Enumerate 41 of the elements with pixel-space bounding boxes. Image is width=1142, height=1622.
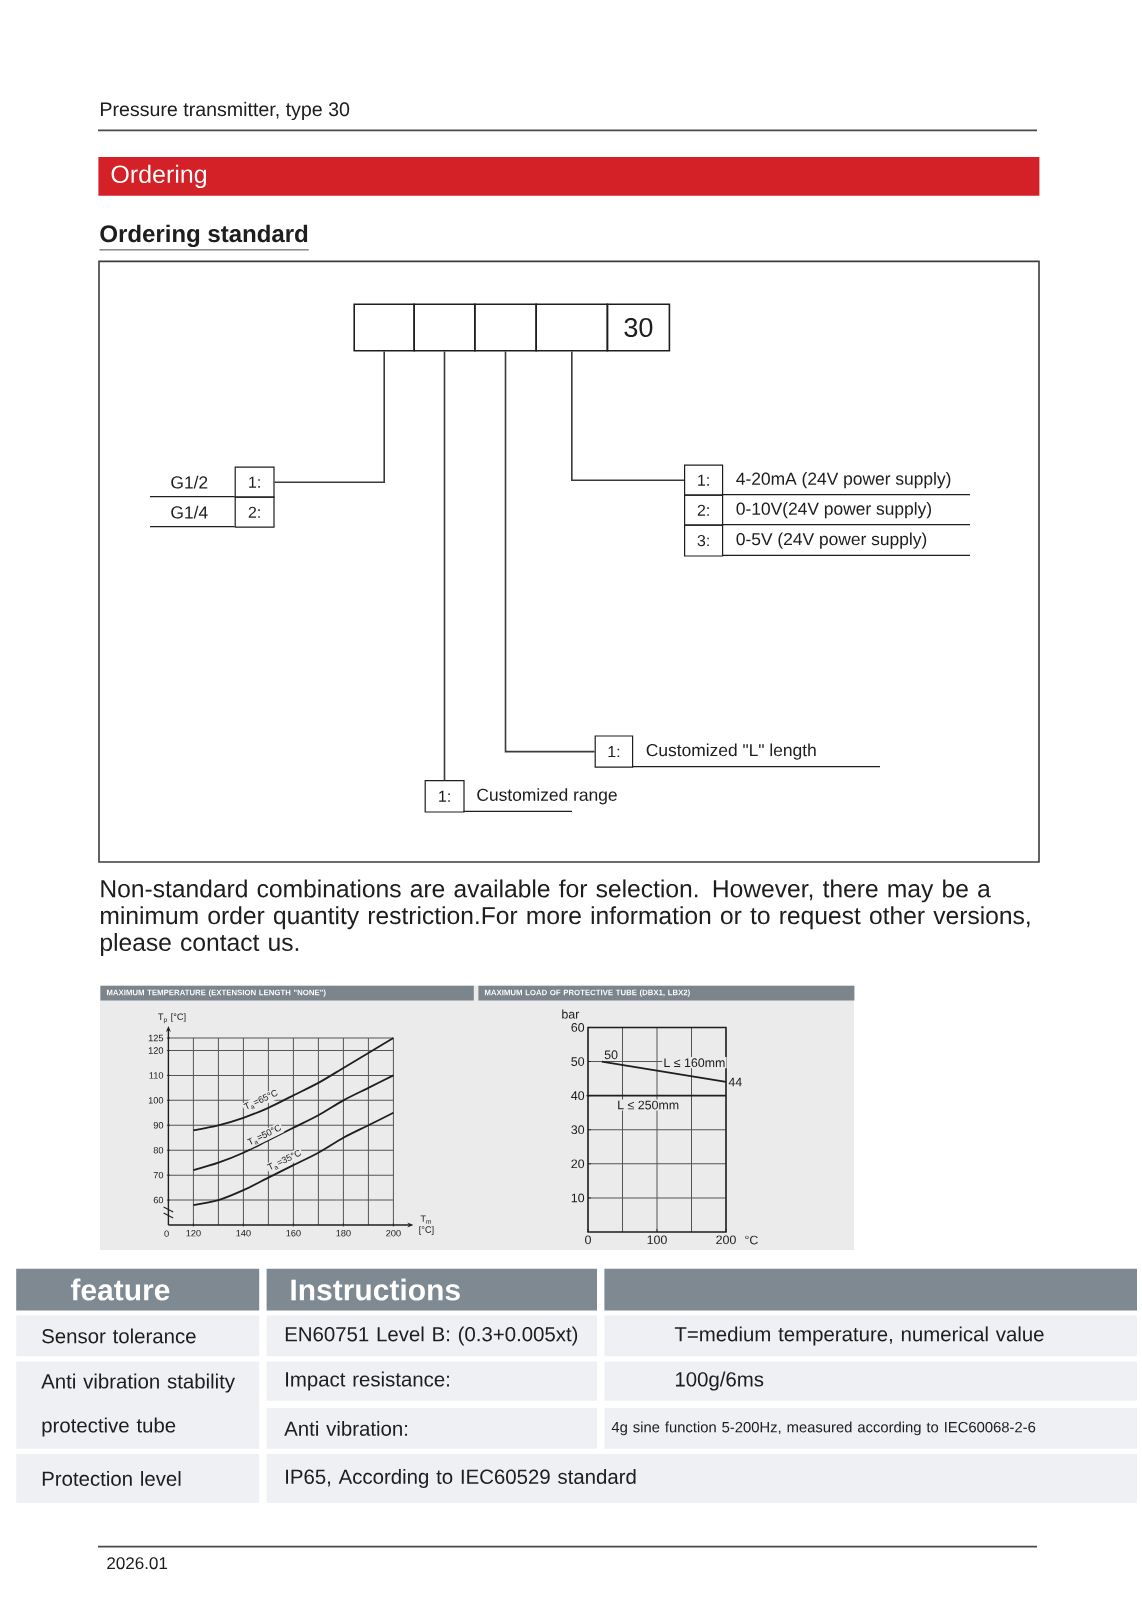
- option-box: 1:: [594, 735, 634, 768]
- option-label: Customized "L" length: [631, 743, 881, 768]
- code-box: [413, 303, 476, 352]
- table-header-cell: feature: [16, 1268, 260, 1311]
- table-cell: EN60751 Level B: (0.3+0.005xt): [266, 1315, 597, 1357]
- connector-line: [571, 350, 685, 481]
- code-box: 30: [606, 303, 671, 352]
- option-label: G1/2: [149, 475, 236, 498]
- option-label: 0-10V(24V power supply): [721, 502, 971, 526]
- option-box: 3:: [684, 524, 724, 557]
- paragraph: Non-standard combinations are available for selection. However, there may be a minimum order quantity restriction.For more information or to request other versions, please contact us.: [101, 879, 1030, 956]
- option-box: 1:: [424, 780, 465, 813]
- code-box: [535, 303, 609, 352]
- table-cell: IP65, According to IEC60529 standard: [266, 1454, 1137, 1503]
- footer-text: 2026.01: [107, 1557, 167, 1570]
- option-box: 2:: [234, 496, 275, 528]
- connector-line: [273, 350, 385, 483]
- option-box: 2:: [684, 494, 724, 526]
- code-box: [474, 303, 537, 352]
- page-header: Pressure transmitter, type 30: [101, 101, 350, 121]
- option-label: Customized range: [462, 788, 617, 812]
- line-series: [192, 1111, 395, 1206]
- code-box: [353, 303, 415, 352]
- option-label: 0-5V (24V power supply): [721, 532, 971, 556]
- table-cell: Impact resistance:: [266, 1361, 597, 1401]
- table-cell: Protection level: [16, 1454, 260, 1503]
- connector-line: [504, 350, 596, 753]
- option-box: 1:: [684, 464, 724, 496]
- option-box: 1:: [234, 466, 275, 498]
- section-subheading: Ordering standard: [99, 224, 310, 251]
- option-label: G1/4: [149, 505, 236, 528]
- table-cell: T=medium temperature, numerical value: [604, 1315, 1137, 1357]
- table-cell: Sensor tolerance: [16, 1315, 260, 1357]
- option-label: 4-20mA (24V power supply): [721, 472, 971, 496]
- table-cell: Anti vibration stability protective tube: [16, 1361, 260, 1449]
- section-band: Ordering: [98, 157, 1040, 196]
- table-header-cell: Instructions: [266, 1268, 597, 1311]
- table-cell: 100g/6ms: [604, 1361, 1137, 1401]
- connector-line: [443, 350, 446, 781]
- line-series: [192, 1074, 395, 1172]
- table-cell: Anti vibration:: [266, 1408, 597, 1449]
